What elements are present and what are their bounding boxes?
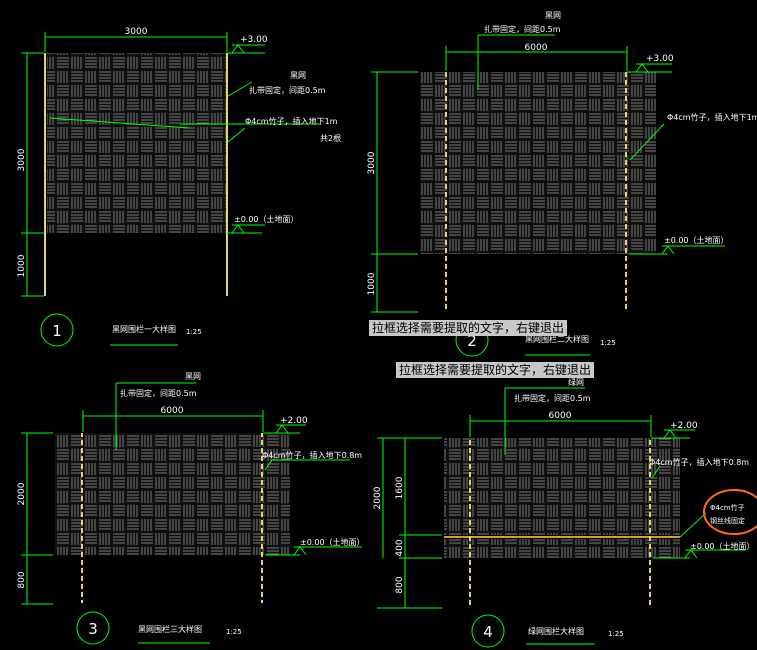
number-4: 4 xyxy=(483,623,493,641)
note-rod2-4: Φ4cm竹子 xyxy=(710,503,745,512)
number-2: 2 xyxy=(467,332,477,350)
fence-mesh-4-lower xyxy=(444,539,680,558)
dim-lower-1: 1000 xyxy=(17,254,27,277)
post-left-3 xyxy=(81,433,85,603)
post-right-2 xyxy=(625,72,629,312)
dim-top-3: 6000 xyxy=(161,406,184,416)
drawing-4: 绿网 扎带固定，间距0.5m 6000 +2.00 Φ4cm竹子，插入地下0.8… xyxy=(373,378,757,648)
scale-3: 1:25 xyxy=(226,628,242,636)
note-tie-3: 扎带固定，间距0.5m xyxy=(120,388,197,398)
fence-mesh-2 xyxy=(420,72,656,254)
elev-top-1: +3.00 xyxy=(240,35,268,45)
scale-2: 1:25 xyxy=(600,339,616,347)
note-tie-2: 扎带固定，间距0.5m xyxy=(484,24,561,34)
scale-1: 1:25 xyxy=(186,328,202,336)
dim-top-4: 6000 xyxy=(549,411,572,421)
drawing-2: 黑网 扎带固定，间距0.5m 6000 +3.00 Φ4cm竹子，插入地下1m … xyxy=(367,11,757,357)
dim-upper-2: 3000 xyxy=(367,151,377,174)
title-3: 黑网围栏三大样图 xyxy=(138,624,202,634)
note-rod-1: Φ4cm竹子，插入地下1m xyxy=(245,116,338,126)
dim-lower-2: 1000 xyxy=(367,272,377,295)
number-1: 1 xyxy=(52,322,62,340)
elev-ground-4: ±0.00（土地面） xyxy=(690,541,755,551)
note-tie-1: 扎带固定，间距0.5m xyxy=(249,85,326,95)
scale-4: 1:25 xyxy=(608,630,624,638)
dim-mid-4: 400 xyxy=(395,539,405,556)
elev-ground-2: ±0.00（土地面） xyxy=(664,235,729,245)
text-extract-tooltip-2: 拉框选择需要提取的文字，右键退出 xyxy=(396,362,595,378)
dim-upper-1: 3000 xyxy=(17,148,27,171)
note-mesh-3: 黑网 xyxy=(185,372,201,381)
fence-mesh-4-upper xyxy=(444,438,680,535)
title-1: 黑网围栏一大样图 xyxy=(112,324,176,334)
note-tie-4: 扎带固定，间距0.5m xyxy=(514,393,591,403)
note-wire-4: 钢丝线固定 xyxy=(710,516,745,525)
elev-ground-3: ±0.00（土地面） xyxy=(300,537,365,547)
elev-ground-1: ±0.00（土地面） xyxy=(234,214,299,224)
dim-lower-4: 800 xyxy=(395,576,405,593)
elev-top-4: +2.00 xyxy=(670,421,698,431)
dim-lower-3: 800 xyxy=(17,571,27,588)
dim-total-4: 2000 xyxy=(373,486,383,509)
note-mesh-4: 绿网 xyxy=(568,378,584,387)
text-extract-tooltip: 拉框选择需要提取的文字，右键退出 xyxy=(369,320,568,336)
elev-top-2: +3.00 xyxy=(646,54,674,64)
dim-upper-3: 2000 xyxy=(17,482,27,505)
note-rod-4: Φ4cm竹子，插入地下0.8m xyxy=(649,457,749,467)
dim-upper-4: 1600 xyxy=(395,476,405,499)
post-left-4 xyxy=(468,438,472,608)
drawing-3: 黑网 扎带固定，间距0.5m 6000 +2.00 Φ4cm竹子，插入地下0.8… xyxy=(17,372,365,645)
note-mesh-2: 黑网 xyxy=(545,11,561,20)
drawing-1: 3000 +3.00 3000 1000 黑网 扎带固定，间距0.5m Φ4cm… xyxy=(17,27,341,347)
elev-top-3: +2.00 xyxy=(280,416,308,426)
note-mesh-1: 黑网 xyxy=(290,71,306,80)
title-2: 黑网围栏二大样图 xyxy=(525,334,589,344)
note-count-1: 共2根 xyxy=(320,133,341,143)
fence-mesh-3 xyxy=(55,433,290,555)
post-left-2 xyxy=(444,72,448,312)
number-3: 3 xyxy=(88,620,98,638)
fence-mesh-1 xyxy=(47,53,227,233)
title-4: 绿网围栏大样图 xyxy=(528,626,584,636)
note-rod-2: Φ4cm竹子，插入地下1m xyxy=(667,112,757,122)
dim-top-2: 6000 xyxy=(525,43,548,53)
note-rod-3: Φ4cm竹子，插入地下0.8m xyxy=(262,450,362,460)
post-right-4 xyxy=(649,438,653,608)
post-right-3 xyxy=(261,433,265,603)
dim-top-1: 3000 xyxy=(125,27,148,37)
highlight-ring xyxy=(703,489,757,535)
